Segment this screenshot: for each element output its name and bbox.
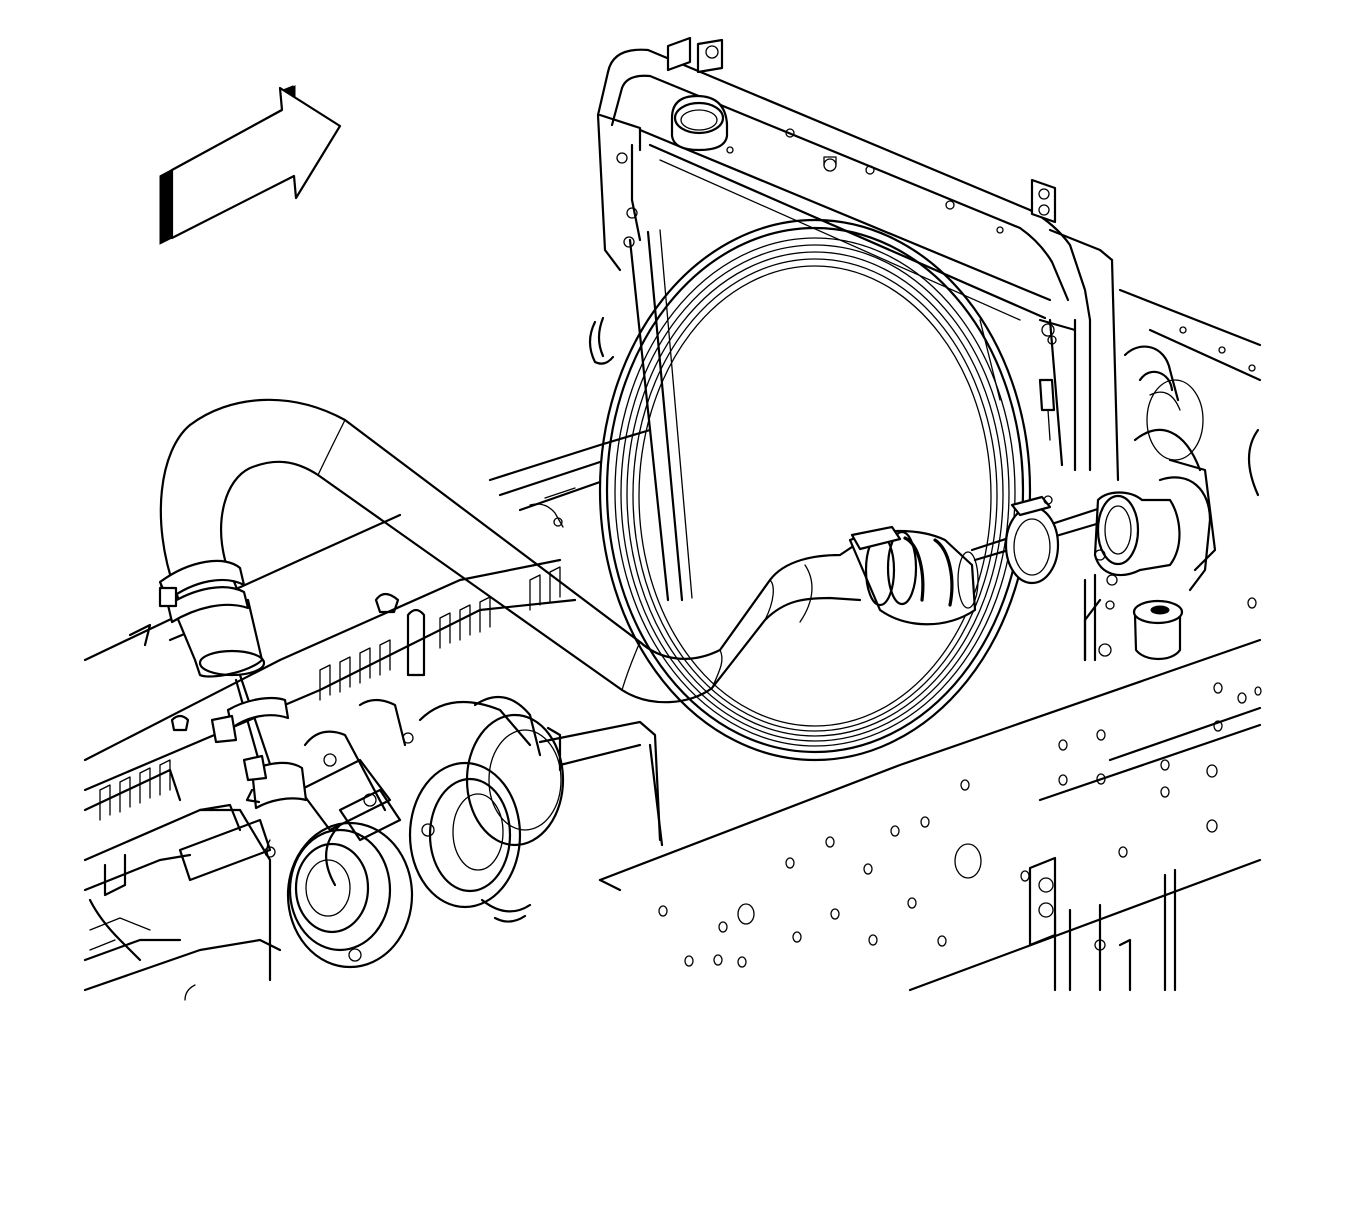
engine-valve-cover: [83, 513, 664, 992]
upper-hose-joint: [848, 525, 979, 626]
cooling-fan-ring: [598, 218, 1032, 762]
frame-crossmember: [488, 428, 652, 528]
frame-rail: [598, 288, 1262, 992]
lower-pipe-bracket: [210, 673, 308, 858]
lower-hose-clamp: [158, 559, 250, 624]
frame-rail-holes: [658, 597, 1262, 968]
charge-air-cooler-outlet-pipe: [158, 398, 1112, 704]
radiator-fan-shroud: [588, 36, 1120, 482]
front-direction-arrow-icon: [159, 85, 342, 245]
frame-bushing: [1132, 599, 1184, 661]
turbocharger: [184, 695, 565, 1001]
radiator-upper-hose-neck: [670, 94, 729, 152]
pipe-hose-clamps: [1004, 345, 1217, 662]
